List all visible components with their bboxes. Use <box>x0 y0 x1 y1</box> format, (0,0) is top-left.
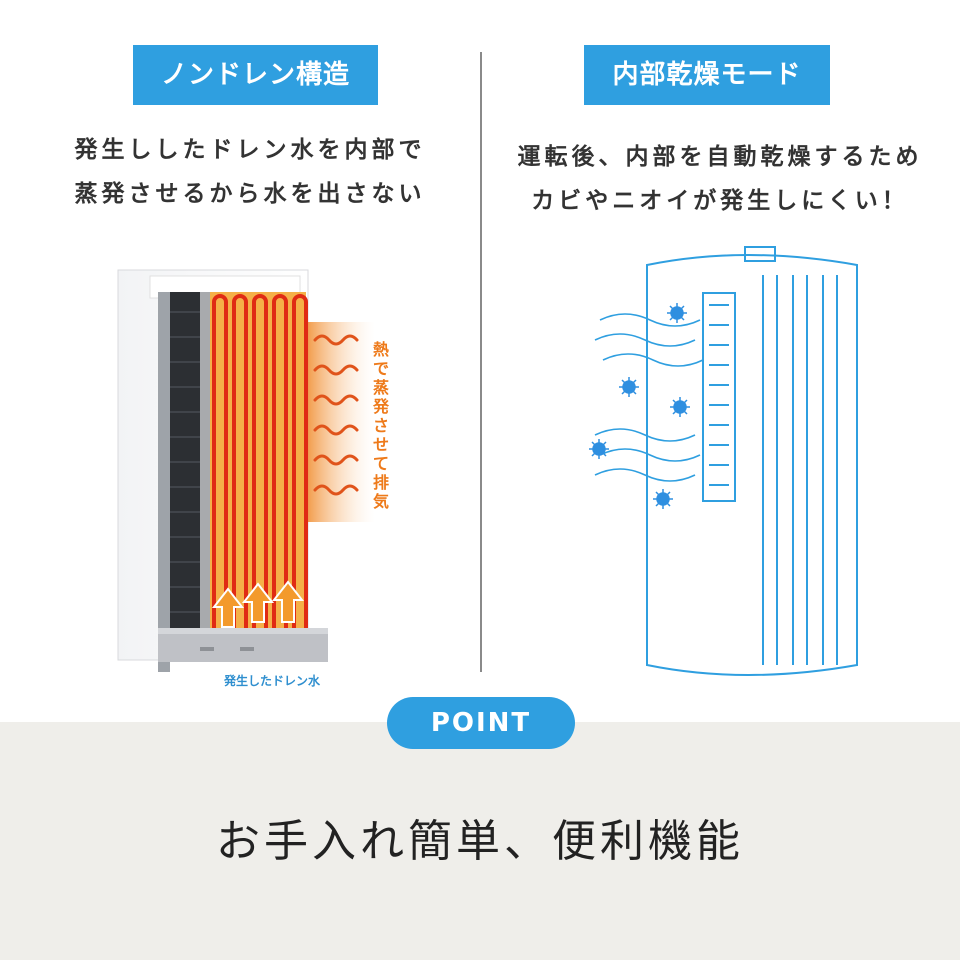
feature-badge-internal-dry: 内部乾燥モード <box>584 45 830 105</box>
headline: お手入れ簡単、便利機能 <box>216 816 744 867</box>
right-description: 運転後、内部を自動乾燥するため カビやニオイが発生しにくい！ <box>500 135 940 223</box>
feature-badge-non-drain: ノンドレン構造 <box>133 45 378 105</box>
right-desc-line2: カビやニオイが発生しにくい！ <box>531 188 909 214</box>
internal-dry-illustration <box>589 246 858 676</box>
left-desc-line2: 蒸発させるから水を出さない <box>74 181 426 207</box>
drain-water-caption: 発生したドレン水 <box>223 674 320 688</box>
right-desc-line1: 運転後、内部を自動乾燥するため <box>517 144 923 170</box>
drain-cutaway-illustration <box>117 269 375 672</box>
heat-exhaust-vertical-label: 熱で蒸発させて排気 <box>372 340 389 511</box>
bottom-panel <box>0 722 960 960</box>
left-description: 発生ししたドレン水を内部で 蒸発させるから水を出さない <box>40 128 460 216</box>
point-badge: POINT <box>387 697 575 749</box>
center-divider <box>480 52 482 672</box>
left-desc-line1: 発生ししたドレン水を内部で <box>74 137 426 163</box>
